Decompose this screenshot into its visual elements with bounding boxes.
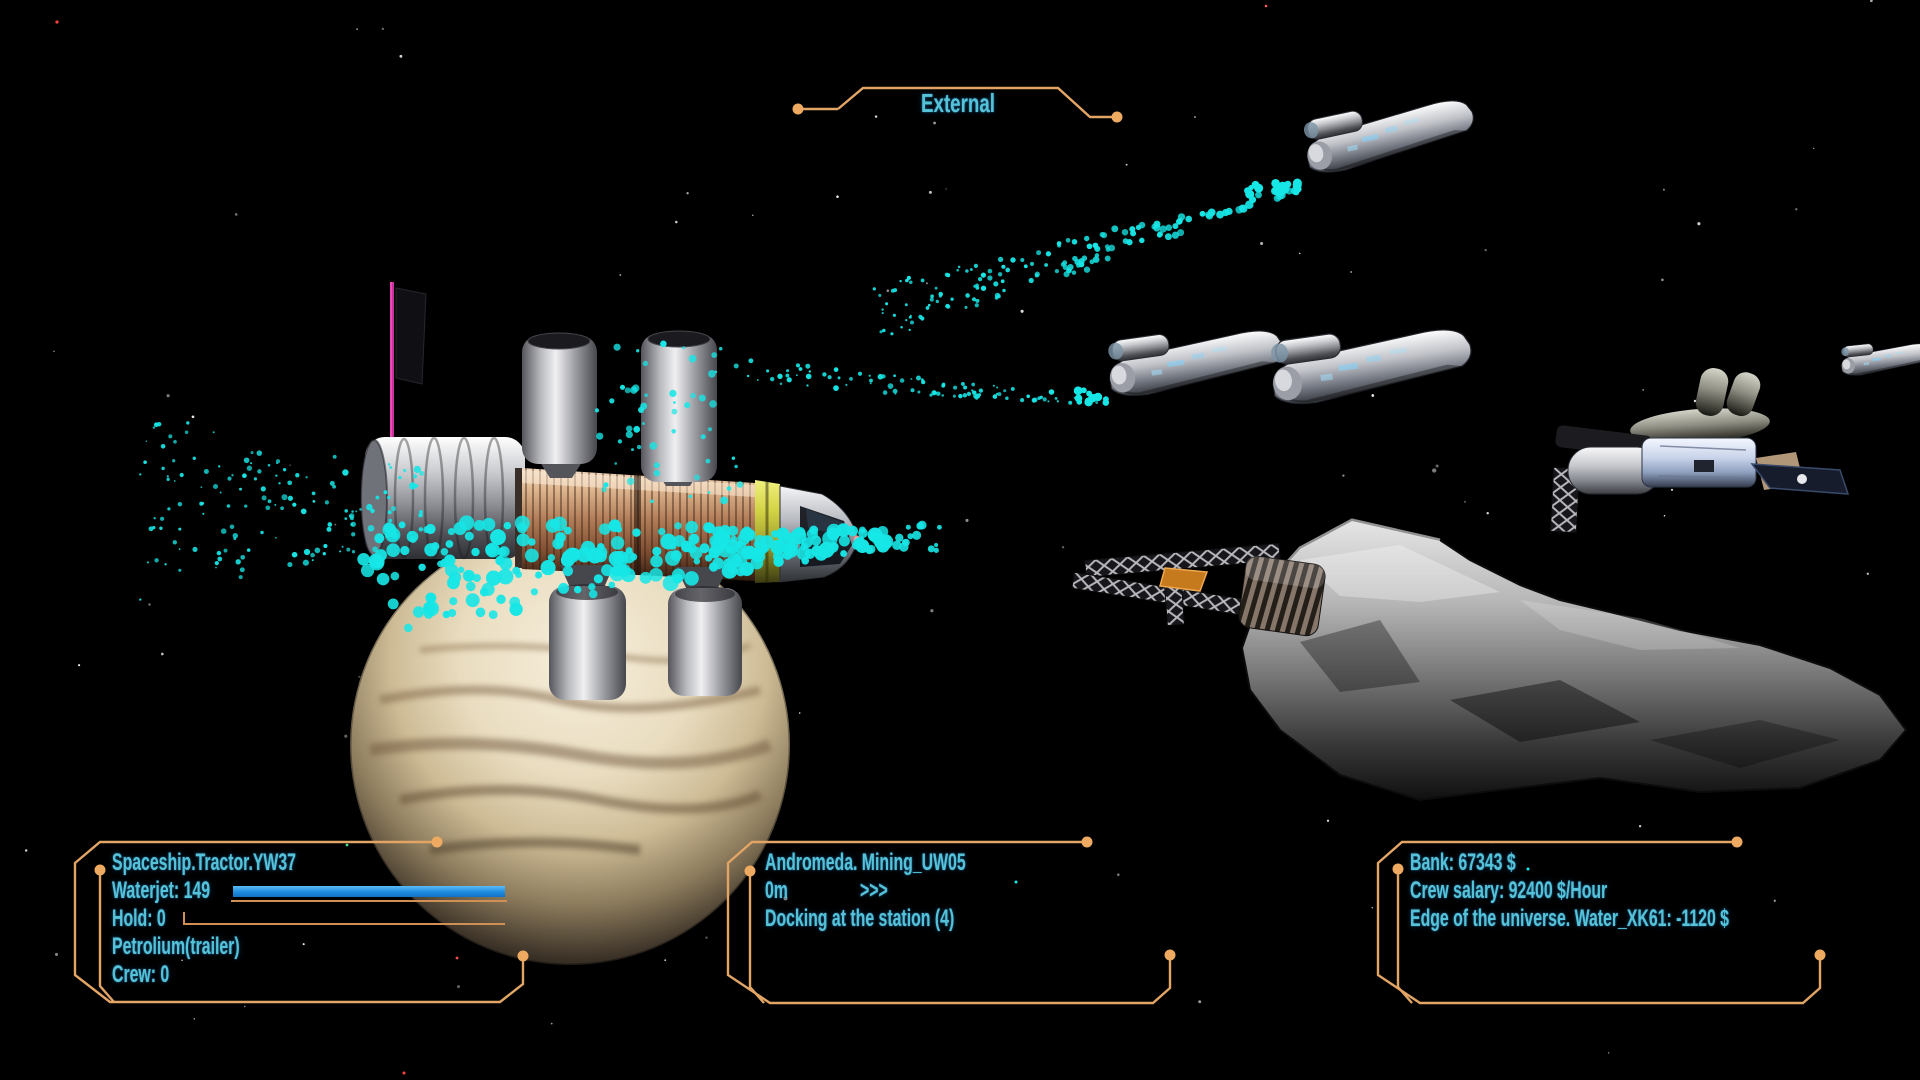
fast-forward-arrows-icon: >>> xyxy=(860,877,888,904)
antenna-mast xyxy=(390,282,427,444)
cargo-type: Petrolium(trailer) xyxy=(112,933,240,960)
waterjet-gauge-line xyxy=(231,900,507,902)
target-name: Andromeda. Mining_UW05 xyxy=(765,849,966,876)
hold-gauge-line xyxy=(183,923,505,925)
view-mode-label[interactable]: External xyxy=(921,88,995,118)
asteroid[interactable] xyxy=(1240,518,1908,802)
external-frame xyxy=(837,86,1117,119)
thruster-particles xyxy=(139,178,1302,633)
cargo-tank xyxy=(668,586,742,696)
waterjet-value: 149 xyxy=(183,877,211,904)
crew-salary: Crew salary: 92400 $/Hour xyxy=(1410,877,1608,904)
waterjet-gauge-fill xyxy=(233,886,505,897)
mining-station[interactable] xyxy=(1549,366,1850,534)
cargo-tank xyxy=(549,584,626,700)
ship-name: Spaceship.Tractor.YW37 xyxy=(112,849,296,876)
waterjet-gauge xyxy=(233,886,505,897)
crew-row: Crew: 0 xyxy=(112,962,169,988)
docking-truss xyxy=(1071,542,1326,637)
crew-label: Crew: xyxy=(112,961,157,988)
crew-value: 0 xyxy=(160,961,170,988)
cargo-tank xyxy=(522,332,597,464)
hold-gauge xyxy=(183,912,505,923)
target-distance: 0m xyxy=(765,877,788,904)
waterjet-label: Waterjet: xyxy=(112,877,180,904)
trade-info: Edge of the universe. Water_XK61: -1120 … xyxy=(1410,905,1729,932)
waterjet-row: Waterjet: 149 xyxy=(112,878,210,904)
hold-gauge-tick xyxy=(183,912,185,924)
docking-status: Docking at the station (4) xyxy=(765,905,955,932)
hold-row: Hold: 0 xyxy=(112,906,166,932)
hold-value: 0 xyxy=(156,905,166,932)
bank-balance: Bank: 67343 $ xyxy=(1410,849,1516,876)
hold-label: Hold: xyxy=(112,905,153,932)
